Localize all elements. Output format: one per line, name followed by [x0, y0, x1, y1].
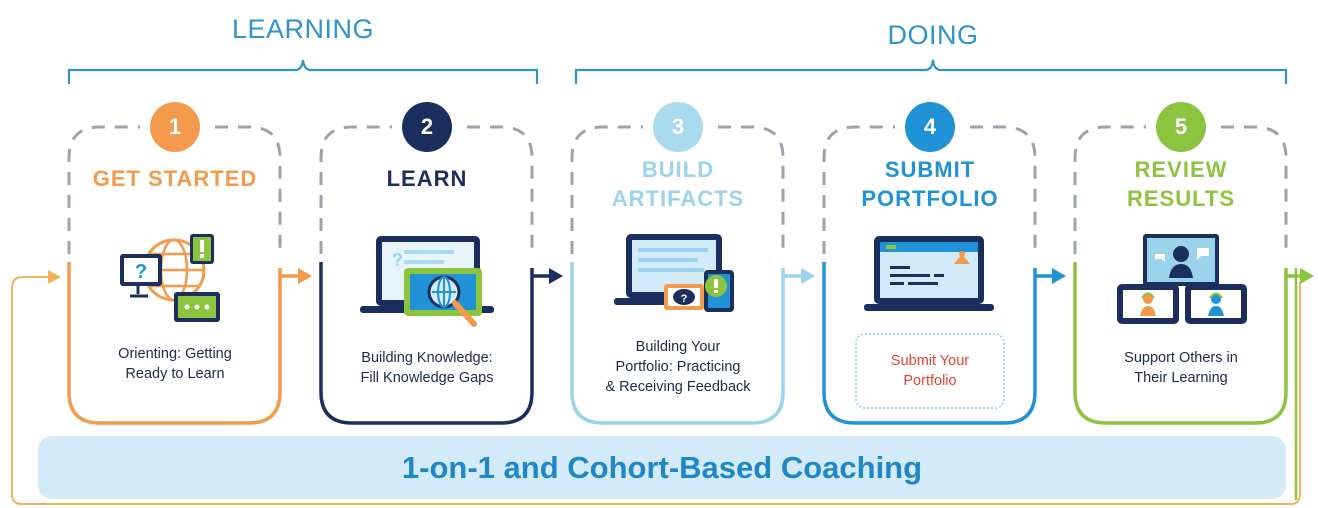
step-title: GET STARTED — [70, 164, 280, 193]
learning-bracket — [67, 59, 539, 84]
arrow-3-4 — [783, 268, 815, 284]
step-box-5 — [1073, 125, 1288, 425]
step-description-line: Building Your — [635, 339, 721, 355]
step-description: Building Knowledge: Fill Knowledge Gaps — [327, 348, 527, 388]
arrow-2-3 — [532, 268, 563, 284]
loop-line — [11, 276, 1301, 505]
step-title: REVIEW RESULTS — [1076, 155, 1286, 213]
step-number-badge: 4 — [905, 102, 955, 152]
step-number-badge: 1 — [150, 102, 200, 152]
arrow-1-2 — [280, 268, 312, 284]
step-title-line: RESULTS — [1126, 186, 1236, 211]
step-description: Support Others in Their Learning — [1081, 348, 1281, 388]
step-box-4 — [822, 125, 1037, 425]
step-description-line: & Receiving Feedback — [605, 379, 751, 395]
loop-arrow-head — [48, 270, 61, 284]
step-box-1 — [67, 125, 282, 425]
doing-bracket — [574, 59, 1288, 84]
arrow-4-5 — [1035, 268, 1066, 284]
step-description-line: Portfolio — [903, 373, 957, 389]
step-description: Orienting: Getting Ready to Learn — [75, 344, 275, 384]
step-title-line: GET STARTED — [92, 166, 258, 191]
laptop-portfolio-icon — [864, 236, 994, 311]
phase-label-doing: DOING — [887, 20, 979, 50]
svg-text:?: ? — [135, 261, 147, 283]
step-title: BUILD ARTIFACTS — [573, 155, 783, 213]
laptop-magnifier-icon: ? — [360, 236, 494, 327]
svg-text:?: ? — [392, 250, 403, 270]
step-description-line: Orienting: Getting — [118, 346, 232, 362]
step-title-line: ARTIFACTS — [611, 186, 745, 211]
step-number-badge: 5 — [1156, 102, 1206, 152]
step-description-line: Submit Your — [890, 353, 970, 369]
step-number-badge: 2 — [402, 102, 452, 152]
globe-devices-icon: ? — [120, 234, 220, 322]
step-description: Submit Your Portfolio — [870, 351, 990, 391]
arrow-5-out — [1286, 268, 1314, 284]
step-title-line: SUBMIT — [884, 157, 976, 182]
svg-text:?: ? — [681, 293, 688, 305]
step-title-line: LEARN — [386, 166, 468, 191]
step-description-line: Fill Knowledge Gaps — [360, 370, 494, 386]
step-title-line: BUILD — [641, 157, 715, 182]
laptop-feedback-icon: ? — [614, 234, 734, 312]
submit-portfolio-box: Submit Your Portfolio — [855, 333, 1005, 409]
step-box-3 — [570, 125, 785, 425]
step-box-2 — [319, 125, 534, 425]
step-title-line: REVIEW — [1134, 157, 1228, 182]
step-description: Building Your Portfolio: Practicing & Re… — [578, 337, 778, 397]
step-title: SUBMIT PORTFOLIO — [825, 155, 1035, 213]
step-description-line: Building Knowledge: — [361, 350, 493, 366]
coaching-banner: 1-on-1 and Cohort-Based Coaching — [38, 436, 1286, 499]
step-title: LEARN — [322, 164, 532, 193]
video-conference-icon — [1117, 234, 1247, 324]
step-title-line: PORTFOLIO — [861, 186, 999, 211]
step-description-line: Their Learning — [1134, 370, 1228, 386]
step-description-line: Ready to Learn — [125, 366, 225, 382]
step-description-line: Portfolio: Practicing — [615, 359, 741, 375]
step-number-badge: 3 — [653, 102, 703, 152]
step-description-line: Support Others in — [1124, 350, 1238, 366]
phase-label-learning: LEARNING — [231, 14, 375, 44]
coaching-label: 1-on-1 and Cohort-Based Coaching — [401, 449, 923, 485]
